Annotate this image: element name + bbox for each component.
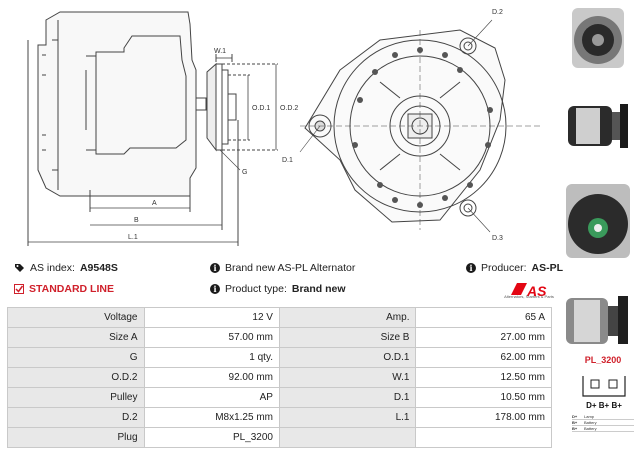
producer-label: Producer: [481,262,527,274]
dim-label-od1: O.D.1 [252,105,270,112]
brand-row: i Brand new AS-PL Alternator [210,262,355,274]
standard-line-label: STANDARD LINE [29,283,114,295]
spec-value: 57.00 mm [143,327,280,348]
as-index-label: AS index: [30,262,75,274]
spec-label: Size A [7,327,145,348]
spec-value: 62.00 mm [415,347,552,368]
spec-value: 1 qty. [143,347,280,368]
standard-line-row: STANDARD LINE [14,283,114,295]
spec-value: 178.00 mm [415,407,552,428]
checkbox-checked-icon [14,284,24,294]
product-thumbnails [556,0,640,451]
plug-legend: D+Lamp B+Battery B+Battery [572,414,634,432]
spec-value: 10.50 mm [415,387,552,408]
spec-label: Pulley [7,387,145,408]
product-type-value: Brand new [291,283,346,295]
spec-value: 65 A [415,307,552,328]
plug-pins: D+ B+ B+ [586,401,622,410]
dim-label-g: G [242,169,247,176]
as-pl-logo: AS [511,283,547,299]
thumbnail-angled-view[interactable] [560,288,636,350]
logo-tagline: Alternators, Starters & Parts [504,294,554,299]
plug-label: PL_3200 [584,355,622,365]
spec-value: 12.50 mm [415,367,552,388]
spec-label: Size B [278,327,417,348]
dim-label-l1: L.1 [128,234,138,241]
dim-label-d3: D.3 [492,235,503,242]
spec-value: M8x1.25 mm [143,407,280,428]
dim-label-od2: O.D.2 [280,105,298,112]
info-icon: i [466,263,476,273]
producer-value: AS-PL [531,262,564,274]
legend-row: B+Battery [572,420,634,426]
thumbnail-rear-view[interactable] [560,180,636,262]
spec-label: G [7,347,145,368]
logo-text: AS [526,283,547,299]
spec-label: O.D.1 [278,347,417,368]
spec-value: AP [143,387,280,408]
thumbnail-front-view[interactable] [560,4,636,72]
spec-label: O.D.2 [7,367,145,388]
product-type-label: Product type: [225,283,287,295]
spec-value: 27.00 mm [415,327,552,348]
spec-value: 12 V [143,307,280,328]
dim-label-d1: D.1 [282,157,293,164]
spec-label: D.1 [278,387,417,408]
thumbnail-side-view[interactable] [560,90,636,160]
spec-label: W.1 [278,367,417,388]
as-index-row: AS index: A9548S [14,262,118,274]
spec-value [415,427,552,448]
legend-row: B+Battery [572,426,634,432]
legend-row: D+Lamp [572,414,634,420]
spec-label [278,427,417,448]
technical-drawing: W.1 O.D.1 O.D.2 G A B L.1 D.1 D.2 D.3 [27,9,540,246]
dim-label-a: A [152,200,157,207]
as-index-value: A9548S [79,262,118,274]
dim-label-b: B [134,217,139,224]
spec-label: Plug [7,427,145,448]
dim-label-w1: W.1 [214,48,226,55]
producer-row: i Producer: AS-PL [466,262,563,274]
spec-label: D.2 [7,407,145,428]
brand-text: Brand new AS-PL Alternator [225,262,356,274]
plug-diagram: D+ B+ B+ [582,376,626,410]
product-type-row: i Product type: Brand new [210,283,346,295]
info-icon: i [210,263,220,273]
tag-icon [14,263,25,273]
info-icon: i [210,284,220,294]
spec-value: 92.00 mm [143,367,280,388]
spec-label: L.1 [278,407,417,428]
spec-value: PL_3200 [143,427,280,448]
spec-label: Amp. [278,307,417,328]
spec-label: Voltage [7,307,145,328]
dim-label-d2: D.2 [492,9,503,16]
